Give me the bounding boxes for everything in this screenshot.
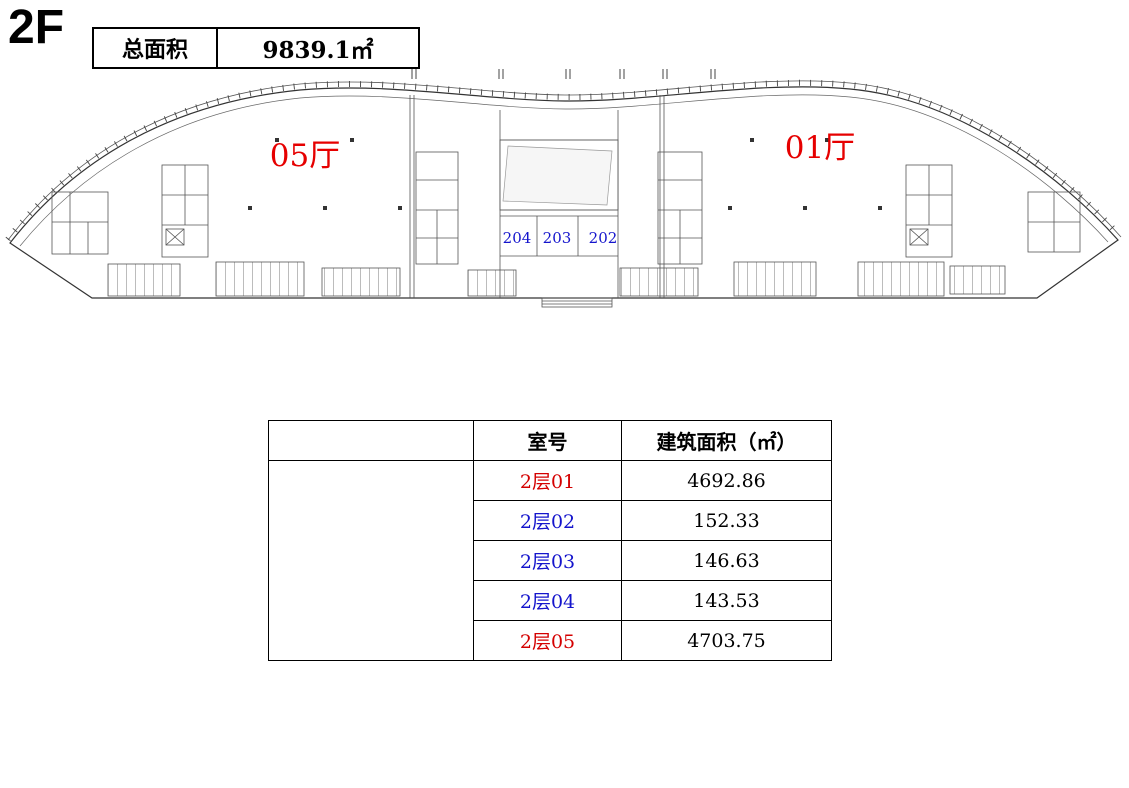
empty-body-cell — [268, 460, 474, 661]
total-area-box: 总面积 9839.1㎡ — [92, 27, 420, 69]
total-area-label: 总面积 — [94, 29, 218, 67]
room-cell: 2层04 — [473, 580, 622, 621]
table-row: 2层04 143.53 — [269, 580, 832, 621]
room-cell: 2层03 — [473, 540, 622, 581]
room-cell: 2层05 — [473, 620, 622, 661]
floor-plan: 05厅 01厅 204 203 202 — [5, 69, 1122, 308]
entrance-steps — [541, 297, 613, 308]
table-row: 2层02 152.33 — [269, 500, 832, 541]
room-col-header: 室号 — [473, 420, 622, 461]
structural-columns — [248, 138, 882, 210]
facade-ticks — [5, 79, 1115, 242]
table-row: 2层05 4703.75 — [269, 620, 832, 661]
inner-wall-line — [19, 94, 1109, 247]
bottom-units — [107, 261, 1006, 297]
total-area-value: 9839.1㎡ — [262, 37, 374, 64]
atrium — [499, 139, 619, 211]
room-label-204: 204 — [503, 229, 532, 247]
table-row: 2层03 146.63 — [269, 540, 832, 581]
area-cell: 152.33 — [621, 500, 832, 541]
floor-label: 2F — [8, 1, 65, 54]
hall-label-01: 01厅 — [785, 130, 855, 166]
facade-band-line — [7, 80, 1122, 241]
area-cell: 146.63 — [621, 540, 832, 581]
room-cell: 2层02 — [473, 500, 622, 541]
small-room-walls — [500, 215, 618, 257]
room-cell: 2层01 — [473, 460, 622, 501]
table-row: 2层01 4692.86 — [268, 460, 832, 661]
room-label-203: 203 — [543, 229, 572, 247]
empty-header-cell — [268, 420, 474, 461]
area-cell: 4692.86 — [621, 460, 832, 501]
area-table: 室号 建筑面积（㎡） 2层01 4692.86 2层02 152.33 2层03… — [268, 420, 832, 661]
area-cell: 4703.75 — [621, 620, 832, 661]
table-header-row: 室号 建筑面积（㎡） — [268, 420, 832, 461]
area-cell: 143.53 — [621, 580, 832, 621]
room-label-202: 202 — [589, 229, 618, 247]
area-col-header: 建筑面积（㎡） — [621, 420, 832, 461]
hall-label-05: 05厅 — [270, 138, 340, 174]
grid-marks — [411, 69, 716, 79]
interior-walls — [51, 95, 1081, 298]
